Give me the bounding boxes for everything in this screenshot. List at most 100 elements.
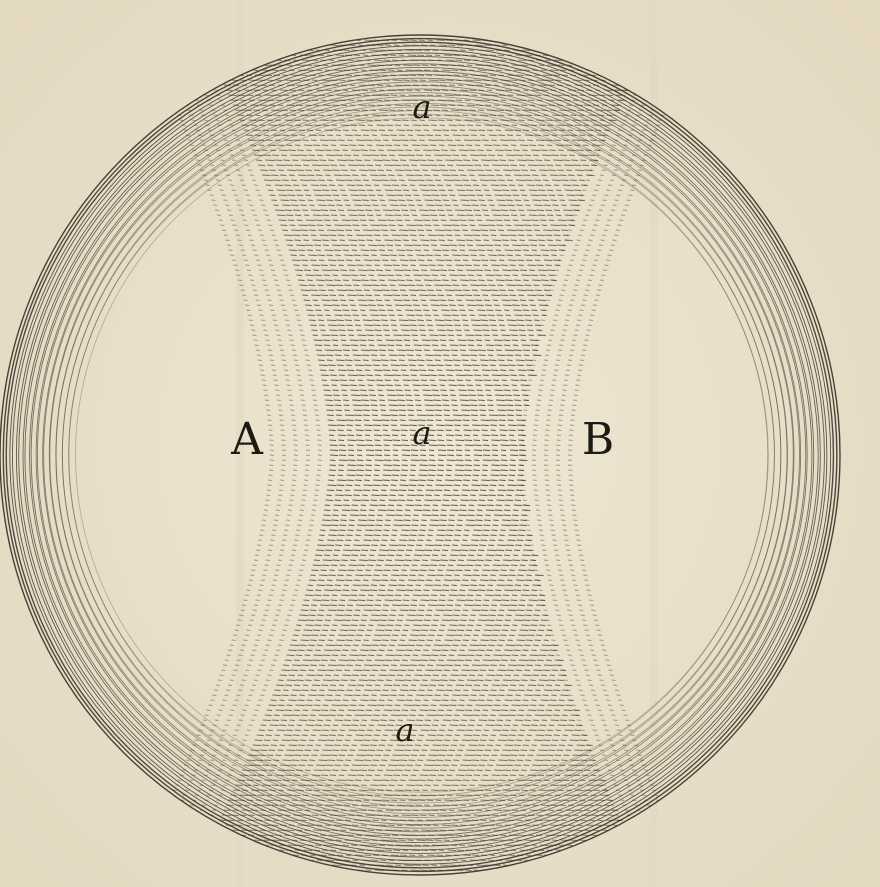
hatch-line xyxy=(233,789,608,792)
hatch-line xyxy=(328,479,526,482)
hatch-line xyxy=(297,279,557,282)
hatch-line xyxy=(321,379,527,382)
hatch-line xyxy=(285,239,573,242)
label-bottom: a xyxy=(395,711,414,749)
hatch-line xyxy=(324,394,528,397)
hatch-line xyxy=(288,649,557,652)
ring-line xyxy=(24,63,815,847)
ring-line xyxy=(55,99,782,811)
hatch-line xyxy=(328,424,525,427)
hatch-line xyxy=(319,534,533,537)
label-right: B xyxy=(582,414,614,465)
hatch-line xyxy=(306,309,546,312)
hatch-line xyxy=(312,334,546,337)
hatch-line xyxy=(318,539,532,542)
ring-line xyxy=(42,81,800,829)
hatch-line xyxy=(228,94,622,97)
hatch-line xyxy=(326,494,524,497)
hatch-line xyxy=(326,414,522,417)
hatch-line xyxy=(302,604,545,607)
hatch-line xyxy=(300,609,541,612)
hatch-line xyxy=(328,474,524,477)
hatch-line xyxy=(317,359,533,362)
hatch-line xyxy=(237,779,606,782)
hatch-line xyxy=(311,329,542,332)
ring-line xyxy=(55,95,788,815)
hatch-line xyxy=(279,674,567,677)
hatch-line xyxy=(329,454,527,457)
hatch-line xyxy=(282,229,568,232)
hatch-line xyxy=(265,184,588,187)
hatch-line xyxy=(326,409,522,412)
hatch-line xyxy=(239,119,617,122)
hatch-line xyxy=(299,614,548,617)
hatch-line xyxy=(303,299,547,302)
hatch-line xyxy=(325,499,522,502)
hatch-line xyxy=(308,319,540,322)
hatch-line xyxy=(319,369,535,372)
hatch-line xyxy=(299,284,552,287)
hatch-line xyxy=(291,259,561,262)
hatch-line xyxy=(276,214,574,217)
hatch-line xyxy=(226,89,629,92)
hatch-line xyxy=(263,179,585,182)
hatch-line xyxy=(269,194,584,197)
paper-fold-left xyxy=(236,0,244,887)
hatch-line xyxy=(313,339,539,342)
hatch-line xyxy=(294,629,553,632)
hatch-line xyxy=(327,484,525,487)
hatch-line xyxy=(247,139,605,142)
hatch-line xyxy=(290,254,557,257)
hatch-line xyxy=(281,669,567,672)
hatch-line xyxy=(268,704,573,707)
hatch-line xyxy=(314,344,539,347)
ring-line xyxy=(0,34,841,876)
hatch-line xyxy=(241,124,609,127)
hatch-line xyxy=(230,794,609,797)
hatch-line xyxy=(291,639,549,642)
hatch-line xyxy=(264,714,580,717)
hatch-line xyxy=(329,444,526,447)
hatch-line xyxy=(254,739,587,742)
ring-line xyxy=(30,70,808,840)
hatch-line xyxy=(313,559,536,562)
ring-line xyxy=(29,66,813,844)
hatch-line xyxy=(296,274,554,277)
hatch-line xyxy=(325,404,530,407)
hatch-line xyxy=(250,749,592,752)
central-band xyxy=(134,39,700,872)
hatch-line xyxy=(326,489,523,492)
hatch-line xyxy=(244,764,594,767)
hatch-line xyxy=(249,144,601,147)
hatch-line xyxy=(216,824,619,827)
hatch-line xyxy=(318,364,532,367)
hatch-line xyxy=(283,664,561,667)
hatch-line xyxy=(294,269,555,272)
hatch-line xyxy=(315,349,538,352)
hatch-line xyxy=(219,819,623,822)
hatch-line xyxy=(260,169,592,172)
hatch-line xyxy=(284,659,564,662)
ring-line xyxy=(36,77,802,833)
hatch-line xyxy=(329,464,524,467)
hatch-line xyxy=(323,509,531,512)
hatch-line xyxy=(241,769,599,772)
hatch-line xyxy=(267,189,582,192)
hatch-line xyxy=(258,729,581,732)
hatch-line xyxy=(310,324,541,327)
hatch-line xyxy=(312,564,538,567)
hatch-line xyxy=(223,809,619,812)
hatch-line xyxy=(221,814,615,817)
hatch-line xyxy=(316,549,533,552)
hatch-line xyxy=(261,174,595,177)
ring-line xyxy=(61,106,775,804)
hatch-line xyxy=(297,619,547,622)
ring-line xyxy=(2,37,838,873)
hatch-line xyxy=(283,234,569,237)
hatch-line xyxy=(321,524,527,527)
hatch-line xyxy=(288,249,565,252)
hatch-line xyxy=(256,734,588,737)
hatch-line xyxy=(287,244,565,247)
hatch-line xyxy=(329,449,527,452)
